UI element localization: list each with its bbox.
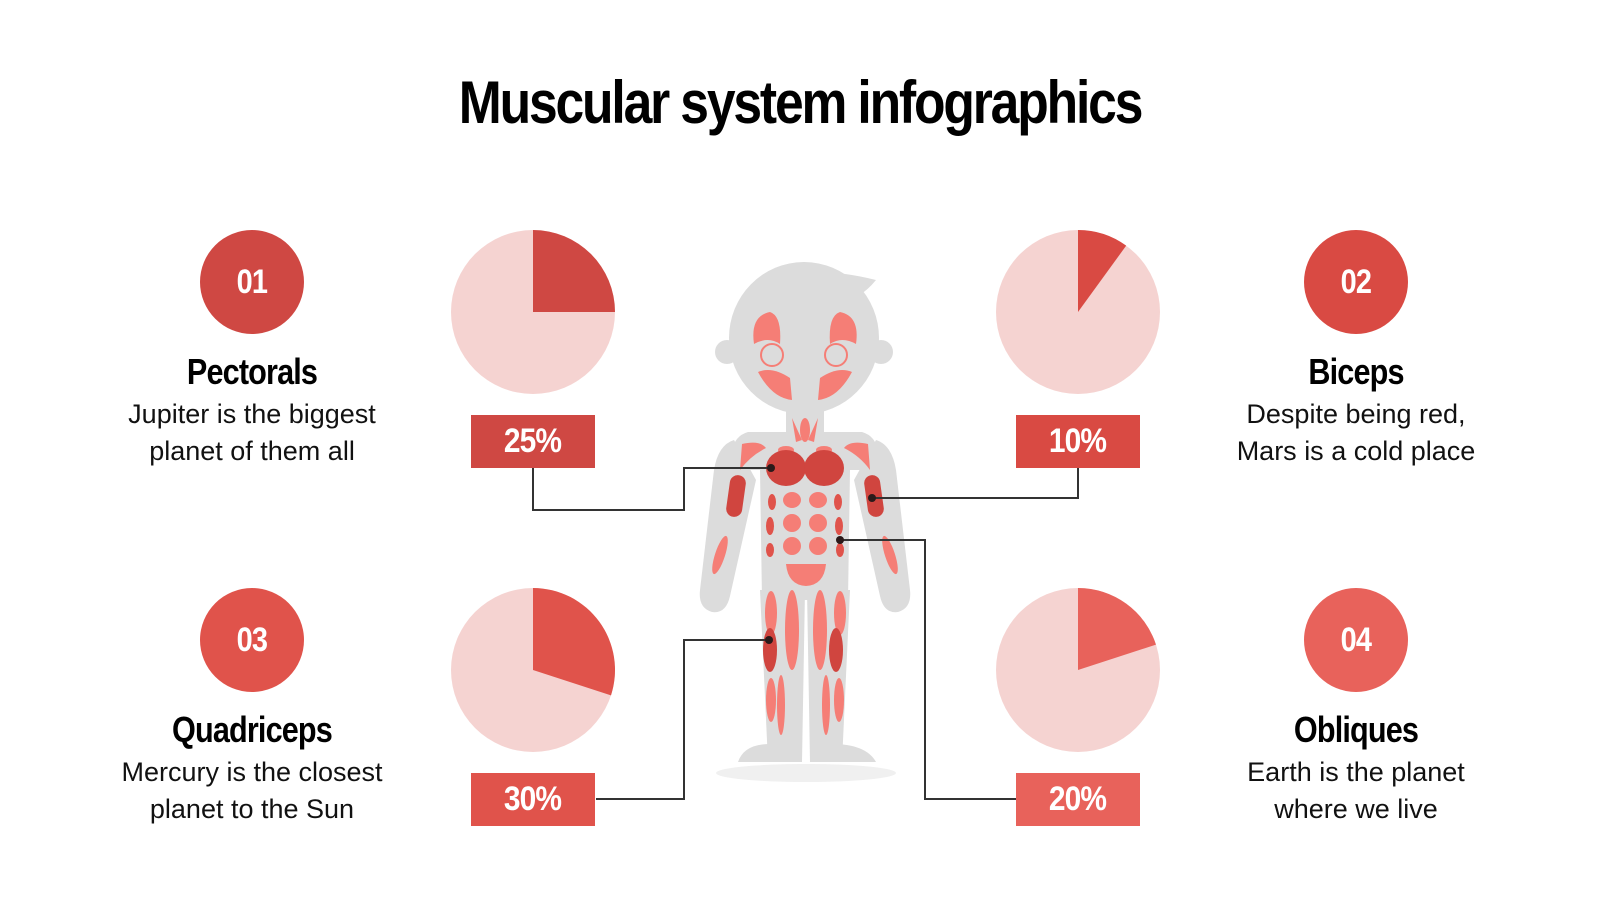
percent-label-biceps: 10%	[1016, 415, 1140, 468]
percent-text: 25%	[504, 422, 562, 460]
item-biceps: Biceps Despite being red, Mars is a cold…	[1176, 352, 1536, 470]
percent-label-pectorals: 25%	[471, 415, 595, 468]
item-description: Despite being red, Mars is a cold place	[1176, 396, 1536, 470]
badge-number: 04	[1340, 620, 1372, 659]
desc-line: planet of them all	[149, 436, 355, 466]
abdominal-muscles	[712, 492, 898, 735]
item-name: Quadriceps	[172, 709, 333, 750]
connector-dots	[765, 464, 876, 644]
number-badge-03: 03	[200, 588, 304, 692]
item-description: Mercury is the closest planet to the Sun	[72, 754, 432, 828]
pie-chart-obliques	[996, 588, 1160, 752]
desc-line: Mars is a cold place	[1236, 436, 1476, 466]
pie-chart-quadriceps	[451, 588, 615, 752]
badge-number: 01	[236, 262, 268, 301]
item-pectorals: Pectorals Jupiter is the biggest planet …	[72, 352, 432, 470]
desc-line: Mercury is the closest	[121, 757, 383, 787]
number-badge-02: 02	[1304, 230, 1408, 334]
item-name: Biceps	[1308, 351, 1404, 392]
percent-text: 30%	[504, 780, 562, 818]
item-description: Jupiter is the biggest planet of them al…	[72, 396, 432, 470]
item-obliques: Obliques Earth is the planet where we li…	[1176, 710, 1536, 828]
percent-text: 20%	[1049, 780, 1107, 818]
badge-number: 02	[1340, 262, 1372, 301]
desc-line: planet to the Sun	[149, 794, 355, 824]
face-muscles	[753, 312, 857, 400]
pie-chart-pectorals	[451, 230, 615, 394]
item-name: Obliques	[1293, 709, 1419, 750]
pectorals-muscle	[726, 450, 884, 517]
connector-lines	[532, 467, 1079, 800]
percent-label-obliques: 20%	[1016, 773, 1140, 826]
desc-line: Jupiter is the biggest	[128, 399, 376, 429]
percent-label-quadriceps: 30%	[471, 773, 595, 826]
number-badge-01: 01	[200, 230, 304, 334]
pie-chart-biceps	[996, 230, 1160, 394]
page-title: Muscular system infographics	[458, 69, 1144, 136]
percent-text: 10%	[1049, 422, 1107, 460]
number-badge-04: 04	[1304, 588, 1408, 692]
badge-number: 03	[236, 620, 268, 659]
obliques-muscle	[766, 494, 844, 557]
desc-line: where we live	[1274, 794, 1438, 824]
item-description: Earth is the planet where we live	[1176, 754, 1536, 828]
item-name: Pectorals	[186, 351, 318, 392]
desc-line: Despite being red,	[1246, 399, 1466, 429]
item-quadriceps: Quadriceps Mercury is the closest planet…	[72, 710, 432, 828]
desc-line: Earth is the planet	[1247, 757, 1465, 787]
